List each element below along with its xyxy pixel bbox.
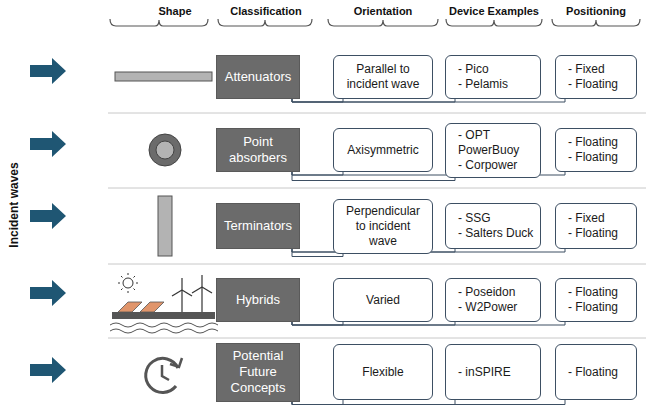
classification-box: Terminators <box>216 203 300 249</box>
box-text: Flexible <box>340 365 426 380</box>
box-text: - Floating <box>568 365 630 380</box>
positioning-box: - Floating- Floating <box>555 128 637 172</box>
box-text: - Pico <box>458 62 534 77</box>
orientation-box: Perpendicular to incident wave <box>333 199 433 254</box>
device-examples-box: - Pico- Pelamis <box>445 55 541 99</box>
orientation-box: Axisymmetric <box>333 128 433 172</box>
device-examples-box: - OPT PowerBuoy- Corpower <box>445 123 541 178</box>
classification-box: Hybrids <box>216 278 300 322</box>
box-text: - OPT PowerBuoy <box>458 128 534 158</box>
column-header: Positioning <box>566 5 626 17</box>
box-text: Axisymmetric <box>340 143 426 158</box>
box-text: Varied <box>340 293 426 308</box>
box-text: - Fixed <box>568 211 630 226</box>
connector-line <box>292 99 565 102</box>
box-text: - W2Power <box>458 300 534 315</box>
positioning-box: - Floating <box>555 344 637 400</box>
box-text: - SSG <box>458 211 534 226</box>
box-text: - Corpower <box>458 158 534 173</box>
box-text: Potential Future Concepts <box>222 348 294 397</box>
box-text: - Floating <box>568 77 630 92</box>
box-text: Parallel to incident wave <box>340 62 426 92</box>
positioning-box: - Fixed- Floating <box>555 203 637 249</box>
point-absorber-shape <box>149 134 181 166</box>
classification-box: Point absorbers <box>216 128 300 172</box>
box-text: - Fixed <box>568 62 630 77</box>
column-header: Shape <box>158 5 191 17</box>
orientation-box: Varied <box>333 278 433 322</box>
classification-box: Potential Future Concepts <box>216 343 300 402</box>
positioning-box: - Floating- Floating <box>555 278 637 322</box>
box-text: Hybrids <box>222 292 294 308</box>
terminator-shape <box>158 196 172 256</box>
box-text: - Floating <box>568 285 630 300</box>
connector-line <box>292 400 455 405</box>
box-text: - Floating <box>568 135 630 150</box>
box-text: - inSPIRE <box>458 365 534 380</box>
box-text: Perpendicular to incident wave <box>340 204 426 249</box>
box-text: - Floating <box>568 226 630 241</box>
device-examples-box: - inSPIRE <box>445 344 541 400</box>
header-brackets <box>110 19 640 26</box>
hybrid-illustration <box>110 273 218 333</box>
connector-line <box>292 172 455 181</box>
connector-line <box>292 400 565 405</box>
wave-arrows <box>30 58 66 383</box>
attenuator-shape <box>115 72 212 81</box>
classification-box: Attenuators <box>216 55 300 99</box>
box-text: Attenuators <box>222 69 294 85</box>
axis-label: Incident waves <box>7 162 21 247</box>
box-text: Point absorbers <box>222 134 294 167</box>
orientation-box: Parallel to incident wave <box>333 55 433 99</box>
box-text: - Salters Duck <box>458 226 534 241</box>
future-concept-icon <box>146 358 182 392</box>
box-text: - Floating <box>568 150 630 165</box>
connector-line <box>292 322 565 325</box>
row-separators <box>108 113 646 338</box>
device-examples-box: - SSG- Salters Duck <box>445 203 541 249</box>
orientation-box: Flexible <box>333 344 433 400</box>
column-header: Classification <box>230 5 302 17</box>
box-text: - Floating <box>568 300 630 315</box>
box-text: - Pelamis <box>458 77 534 92</box>
column-header: Device Examples <box>449 5 539 17</box>
positioning-box: - Fixed- Floating <box>555 55 637 99</box>
box-text: - Poseidon <box>458 285 534 300</box>
box-text: Terminators <box>222 218 294 234</box>
column-header: Orientation <box>354 5 413 17</box>
device-examples-box: - Poseidon- W2Power <box>445 278 541 322</box>
